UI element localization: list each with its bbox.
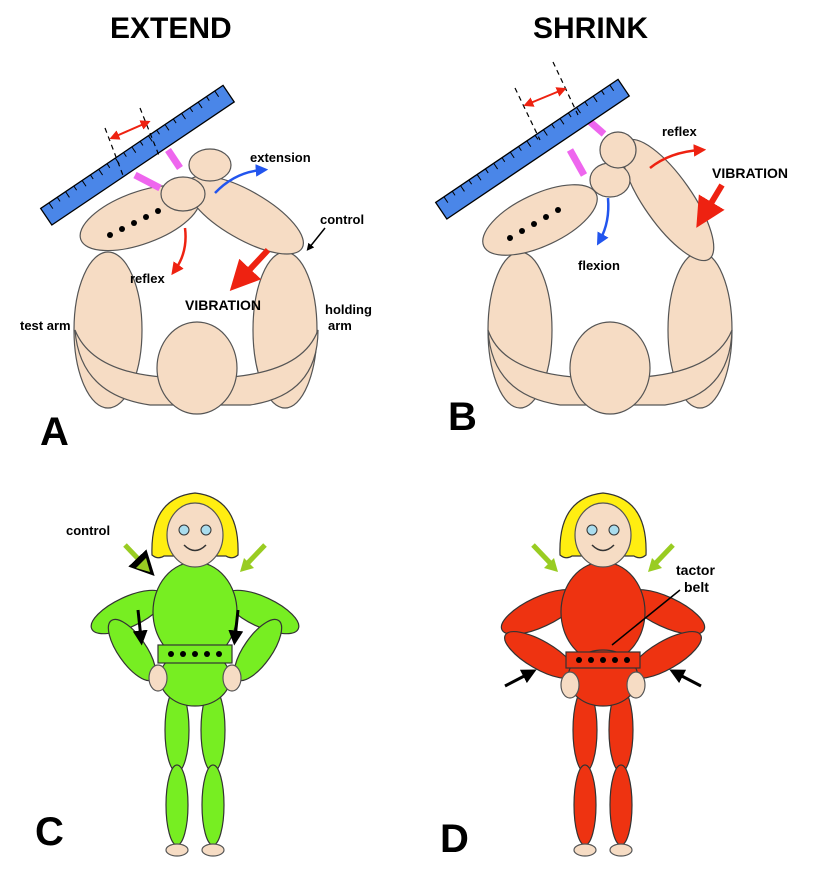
panel-b-tactor-dot-4 (543, 214, 549, 220)
panel-c-left-eye (179, 525, 189, 535)
panel-b-vibration-label: VIBRATION (712, 165, 788, 181)
panel-b-marker-1 (570, 150, 584, 175)
panel-a-marker-2 (168, 150, 180, 168)
panel-d-right-foot (610, 844, 632, 856)
panel-d-torso (561, 562, 645, 662)
panel-c-tactor-dot-4 (204, 651, 210, 657)
panel-a-holding-label-2: arm (328, 318, 352, 333)
panel-b-tactor-dot-5 (555, 207, 561, 213)
panel-c-left-hand (149, 665, 167, 691)
panel-c-control-label: control (66, 523, 110, 538)
panel-a-control-arrow (309, 228, 325, 248)
panel-a-holding-label-1: holding (325, 302, 372, 317)
panel-d-tactor-dot-5 (624, 657, 630, 663)
panel-b-vibration-arrow (704, 185, 722, 215)
panel-d-tactor-label-2: belt (684, 579, 709, 595)
panel-d-right-shin (610, 765, 632, 845)
panel-d-tactor-dot-4 (612, 657, 618, 663)
panel-a-letter: A (40, 410, 69, 454)
panel-a-hand-lower (161, 177, 205, 211)
panel-d-face (575, 503, 631, 567)
panel-a-reflex-label: reflex (130, 271, 165, 286)
panel-a-tactor-dot-2 (119, 226, 125, 232)
panel-d-tactor-dot-2 (588, 657, 594, 663)
panel-b-reflex-label: reflex (662, 124, 697, 139)
panel-d-tactor-label-1: tactor (676, 562, 715, 578)
panel-a-vibration-label: VIBRATION (185, 297, 261, 313)
panel-a-test-arm-label: test arm (20, 318, 71, 333)
panel-b-flexion-arrow (600, 198, 608, 240)
panel-c-right-shin (202, 765, 224, 845)
panel-a-tactor-dot-4 (143, 214, 149, 220)
title-extend: EXTEND (110, 12, 232, 45)
panel-c-letter: C (35, 810, 64, 854)
panel-b-head (570, 322, 650, 414)
panel-a: extension control reflex VIBRATION test … (20, 85, 372, 454)
panel-c-left-shin (166, 765, 188, 845)
panel-d-tactor-dot-3 (600, 657, 606, 663)
panel-d-tactor-dot-1 (576, 657, 582, 663)
panel-d-left-foot (574, 844, 596, 856)
panel-b-displacement-arrow (528, 90, 562, 104)
panel-d-left-eye (587, 525, 597, 535)
panel-a-control-label: control (320, 212, 364, 227)
panel-b-tactor-dot-1 (507, 235, 513, 241)
panel-a-marker-1 (135, 175, 160, 188)
panel-b-tactor-dot-3 (531, 221, 537, 227)
panel-b-hand-lower (590, 163, 630, 197)
panel-a-tactor-dot-3 (131, 220, 137, 226)
panel-c-face (167, 503, 223, 567)
panel-d-black-arrow-left (505, 673, 530, 686)
panel-c-tactor-dot-2 (180, 651, 186, 657)
panel-c-tactor-dot-1 (168, 651, 174, 657)
panel-c-left-foot (166, 844, 188, 856)
panel-d-left-hand (561, 672, 579, 698)
panel-c: control C (35, 493, 305, 856)
panel-d: tactor belt D (440, 493, 715, 861)
panel-b-dash-2 (553, 62, 578, 115)
panel-d-black-arrow-right (676, 673, 701, 686)
panel-c-right-hand (223, 665, 241, 691)
panel-c-tactor-dot-3 (192, 651, 198, 657)
panel-d-left-shin (574, 765, 596, 845)
panel-a-tactor-dot-5 (155, 208, 161, 214)
title-shrink: SHRINK (533, 12, 648, 45)
panel-d-letter: D (440, 817, 469, 861)
panel-a-reflex-arrow (175, 228, 186, 270)
panel-d-right-eye (609, 525, 619, 535)
panel-b-letter: B (448, 395, 477, 439)
panel-a-tactor-dot-1 (107, 232, 113, 238)
panel-c-right-eye (201, 525, 211, 535)
panel-b: reflex VIBRATION flexion B (436, 62, 788, 439)
panel-c-tactor-dot-5 (216, 651, 222, 657)
panel-b-flexion-label: flexion (578, 258, 620, 273)
panel-b-dash-1 (515, 88, 540, 140)
panel-a-hand-upper (189, 149, 231, 181)
panel-b-tactor-dot-2 (519, 228, 525, 234)
panel-c-right-foot (202, 844, 224, 856)
panel-b-hand-upper (600, 132, 636, 168)
panel-a-extension-label: extension (250, 150, 311, 165)
panel-a-displacement-arrow (114, 123, 146, 137)
panel-d-right-hand (627, 672, 645, 698)
panel-a-head (157, 322, 237, 414)
